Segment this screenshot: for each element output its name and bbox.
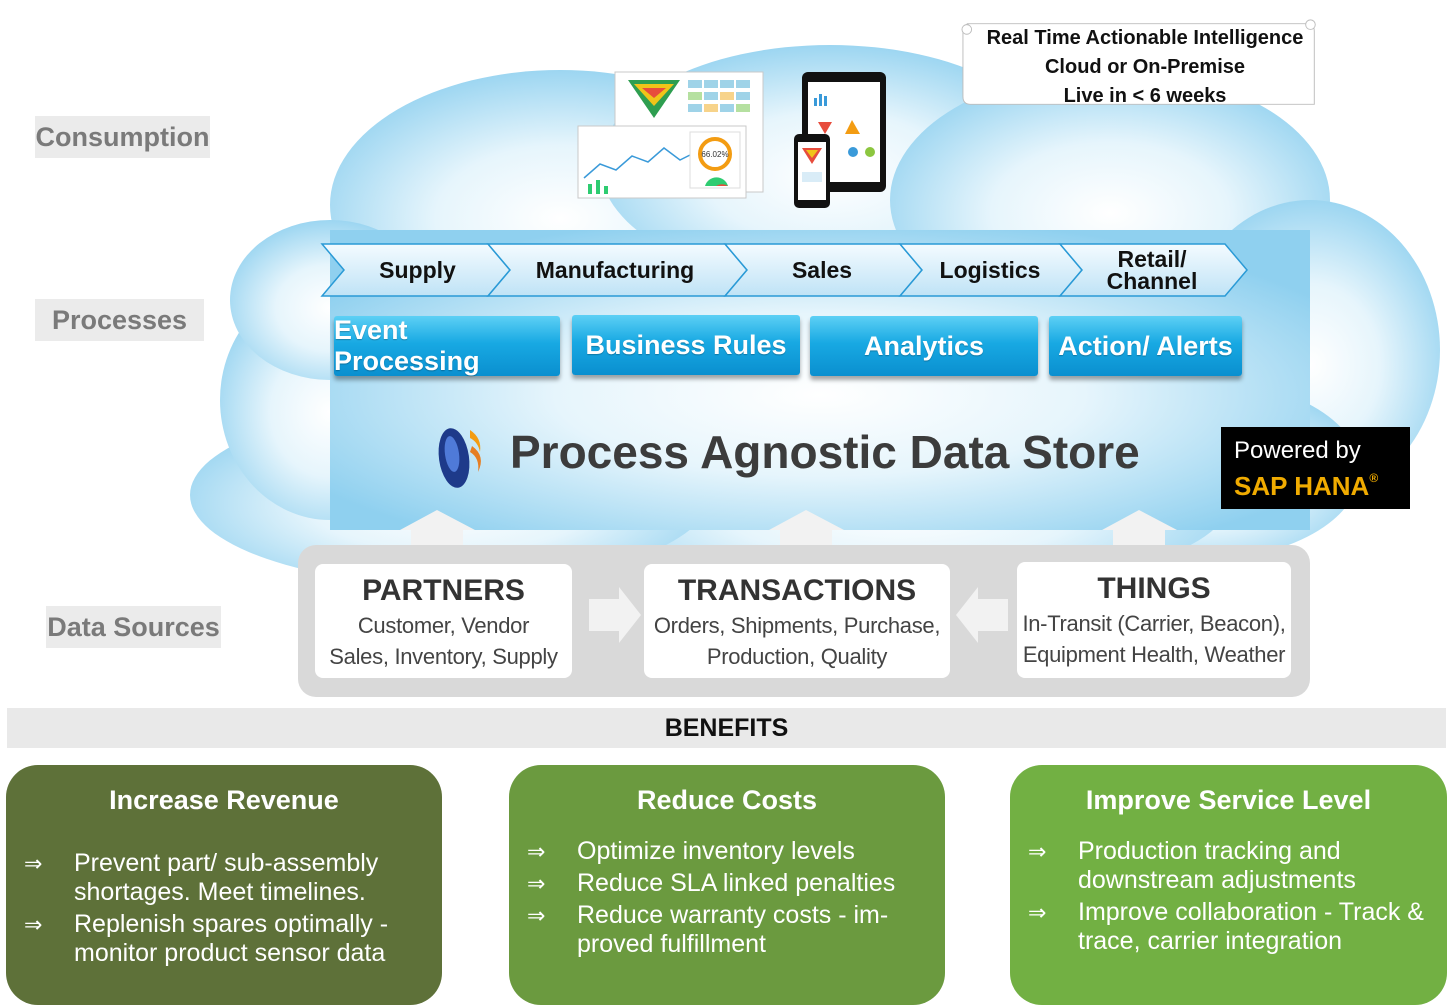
benefit-item-text: Prevent part/ sub-assembly shortages. Me… — [74, 849, 379, 906]
benefit-list: ⇒ Prevent part/ sub-assembly shortages. M… — [24, 849, 432, 971]
double-arrow-icon: ⇒ — [24, 912, 43, 937]
double-arrow-icon: ⇒ — [527, 903, 546, 928]
list-item: ⇒ Reduce SLA linked penalties — [527, 869, 935, 898]
chevron-label-logistics: Logistics — [939, 257, 1041, 283]
benefit-card-title: Improve Service Level — [1085, 785, 1372, 815]
double-arrow-icon: ⇒ — [527, 839, 546, 864]
chevron-label-retail: Retail/ Channel — [1082, 246, 1222, 294]
benefit-item-text: Improve collaboration - Track & trace, c… — [1078, 898, 1424, 955]
sap-hana-badge: Powered by SAP HANA® — [1221, 427, 1410, 509]
double-arrow-icon: ⇒ — [1028, 900, 1047, 925]
benefit-item-text: Optimize inventory levels — [577, 837, 855, 865]
list-item: ⇒ Prevent part/ sub-assembly shortages. M… — [24, 849, 432, 907]
benefit-card-reduce-costs: Reduce Costs ⇒ Optimize inventory levels … — [509, 765, 945, 1005]
chevron-label-manufacturing: Manufacturing — [535, 257, 695, 283]
benefits-heading: BENEFITS — [7, 708, 1446, 748]
note-line-1: Real Time Actionable Intelligence — [986, 27, 1304, 49]
source-things-line-1: In-Transit (Carrier, Beacon), — [1022, 611, 1286, 636]
source-things-line-2: Equipment Health, Weather — [1022, 642, 1286, 667]
arrow-left-icon — [956, 587, 1008, 643]
chevron-label-sales: Sales — [791, 257, 853, 283]
source-partners-line-1: Customer, Vendor — [357, 613, 530, 638]
benefit-list: ⇒ Production tracking and downstream adju… — [1028, 837, 1437, 959]
dashboard-devices-illustration: 66.02% — [577, 71, 886, 208]
list-item: ⇒ Improve collaboration - Track & trace, … — [1028, 898, 1437, 956]
benefit-card-title: Reduce Costs — [636, 785, 818, 815]
source-things-title: THINGS — [1097, 572, 1211, 605]
source-transactions-title: TRANSACTIONS — [677, 574, 917, 607]
chevron-label-retail-line-1: Retail/ — [1117, 246, 1187, 272]
source-transactions-line-2: Production, Quality — [706, 644, 888, 669]
note-text: Real Time Actionable Intelligence Cloud … — [955, 24, 1335, 111]
benefit-card-increase-revenue: Increase Revenue ⇒ Prevent part/ sub-asse… — [6, 765, 442, 1005]
double-arrow-icon: ⇒ — [527, 871, 546, 896]
list-item: ⇒ Reduce warranty costs - im-proved fulfi… — [527, 901, 935, 959]
layer-label-processes: Processes — [35, 299, 204, 341]
arrow-right-icon — [589, 587, 641, 643]
note-line-3: Live in < 6 weeks — [1063, 85, 1227, 107]
sap-hana-brand-text: SAP HANA — [1234, 471, 1370, 501]
source-transactions: TRANSACTIONS Orders, Shipments, Purchase… — [644, 564, 950, 678]
capability-action-alerts: Action/ Alerts — [1049, 316, 1242, 376]
chevron-label-supply: Supply — [379, 257, 456, 283]
chevron-label-retail-line-2: Channel — [1106, 268, 1198, 294]
capability-business-rules: Business Rules — [572, 315, 800, 375]
double-arrow-icon: ⇒ — [1028, 839, 1047, 864]
dashboard-gauge-value: 66.02% — [701, 150, 728, 159]
note-line-2: Cloud or On-Premise — [1044, 56, 1246, 78]
source-things: THINGS In-Transit (Carrier, Beacon), Equ… — [1017, 562, 1291, 678]
layer-label-data-sources: Data Sources — [46, 606, 221, 648]
sap-registered-mark: ® — [1369, 471, 1379, 485]
benefit-card-improve-service-level: Improve Service Level ⇒ Production tracki… — [1010, 765, 1447, 1005]
data-store-logo-icon — [438, 428, 481, 488]
capability-analytics: Analytics — [810, 316, 1038, 376]
list-item: ⇒ Optimize inventory levels — [527, 837, 935, 866]
double-arrow-icon: ⇒ — [24, 851, 43, 876]
capability-event-processing: Event Processing — [334, 315, 560, 376]
benefit-item-text: Replenish spares optimally - monitor pro… — [74, 910, 389, 967]
layer-label-consumption: Consumption — [35, 116, 210, 158]
benefit-card-title: Increase Revenue — [109, 785, 339, 815]
sap-powered-by: Powered by — [1234, 437, 1361, 464]
data-store-title: Process Agnostic Data Store — [510, 426, 1140, 478]
benefit-item-text: Reduce warranty costs - im-proved fulfil… — [577, 901, 889, 958]
benefit-item-text: Production tracking and downstream adjus… — [1078, 837, 1356, 894]
source-partners: PARTNERS Customer, Vendor Sales, Invento… — [315, 564, 572, 678]
chevron-retail — [1058, 243, 1248, 297]
list-item: ⇒ Production tracking and downstream adju… — [1028, 837, 1437, 895]
benefit-list: ⇒ Optimize inventory levels ⇒ Reduce SLA l… — [527, 837, 935, 962]
benefit-item-text: Reduce SLA linked penalties — [577, 869, 896, 897]
scroll-note-shape — [961, 19, 1316, 105]
sap-hana-brand: SAP HANA® — [1234, 471, 1378, 502]
source-partners-title: PARTNERS — [362, 574, 525, 607]
value-chain — [320, 243, 1248, 297]
source-transactions-line-1: Orders, Shipments, Purchase, — [653, 613, 941, 638]
source-partners-line-2: Sales, Inventory, Supply — [329, 644, 558, 669]
list-item: ⇒ Replenish spares optimally - monitor pr… — [24, 910, 432, 968]
